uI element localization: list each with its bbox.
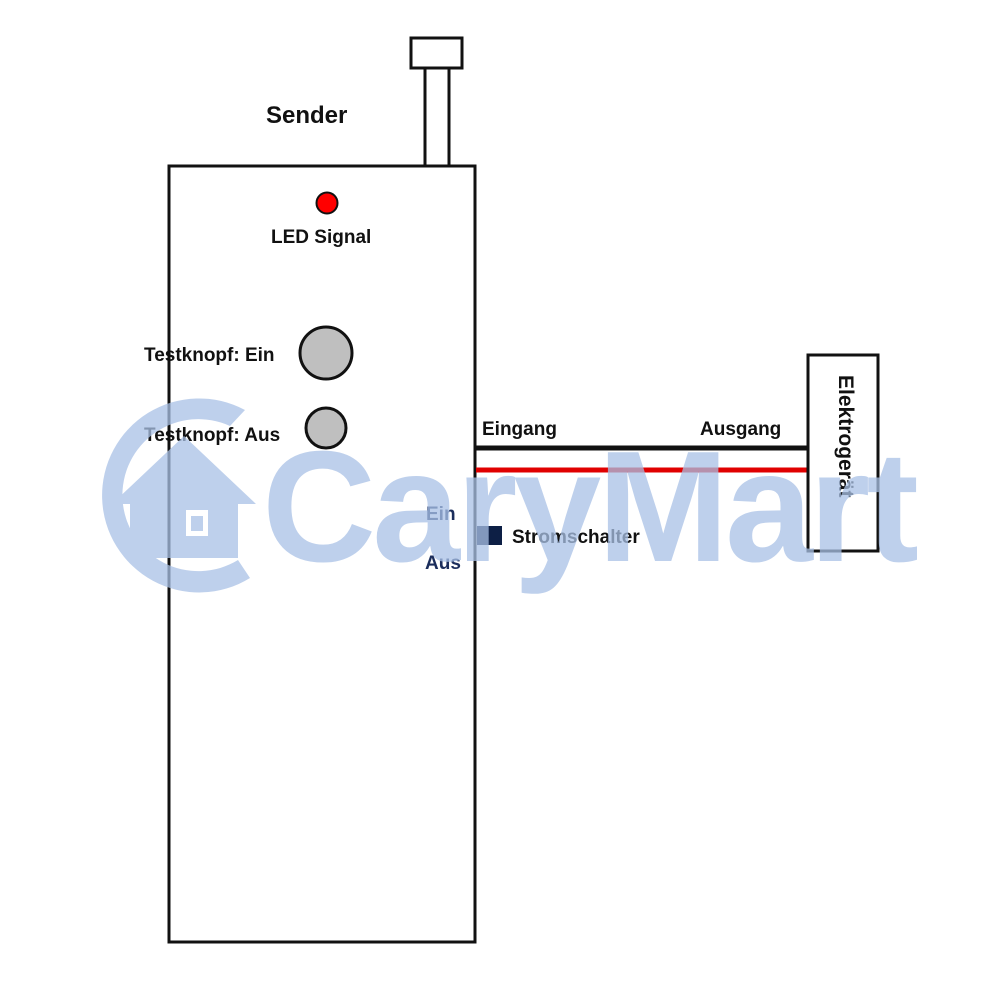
appliance-box [806,353,880,553]
wire-input-label: Eingang [482,419,557,440]
test-off-button[interactable] [304,406,348,450]
test-on-label: Testknopf: Ein [144,345,275,366]
wire-output-label: Ausgang [700,419,782,440]
switch-off-label: Aus [425,553,461,574]
antenna-shaft [423,66,451,168]
antenna-cap [409,36,464,70]
appliance-label: Elektrogerät [834,375,857,498]
switch-on-label: Ein [426,504,456,525]
led-indicator [315,191,339,215]
test-on-button[interactable] [298,325,354,381]
transmitter-title: Sender [266,102,348,129]
power-switch[interactable] [477,526,502,545]
test-off-label: Testknopf: Aus [144,425,281,446]
led-label: LED Signal [271,227,372,248]
switch-label: Stromschalter [512,527,640,548]
